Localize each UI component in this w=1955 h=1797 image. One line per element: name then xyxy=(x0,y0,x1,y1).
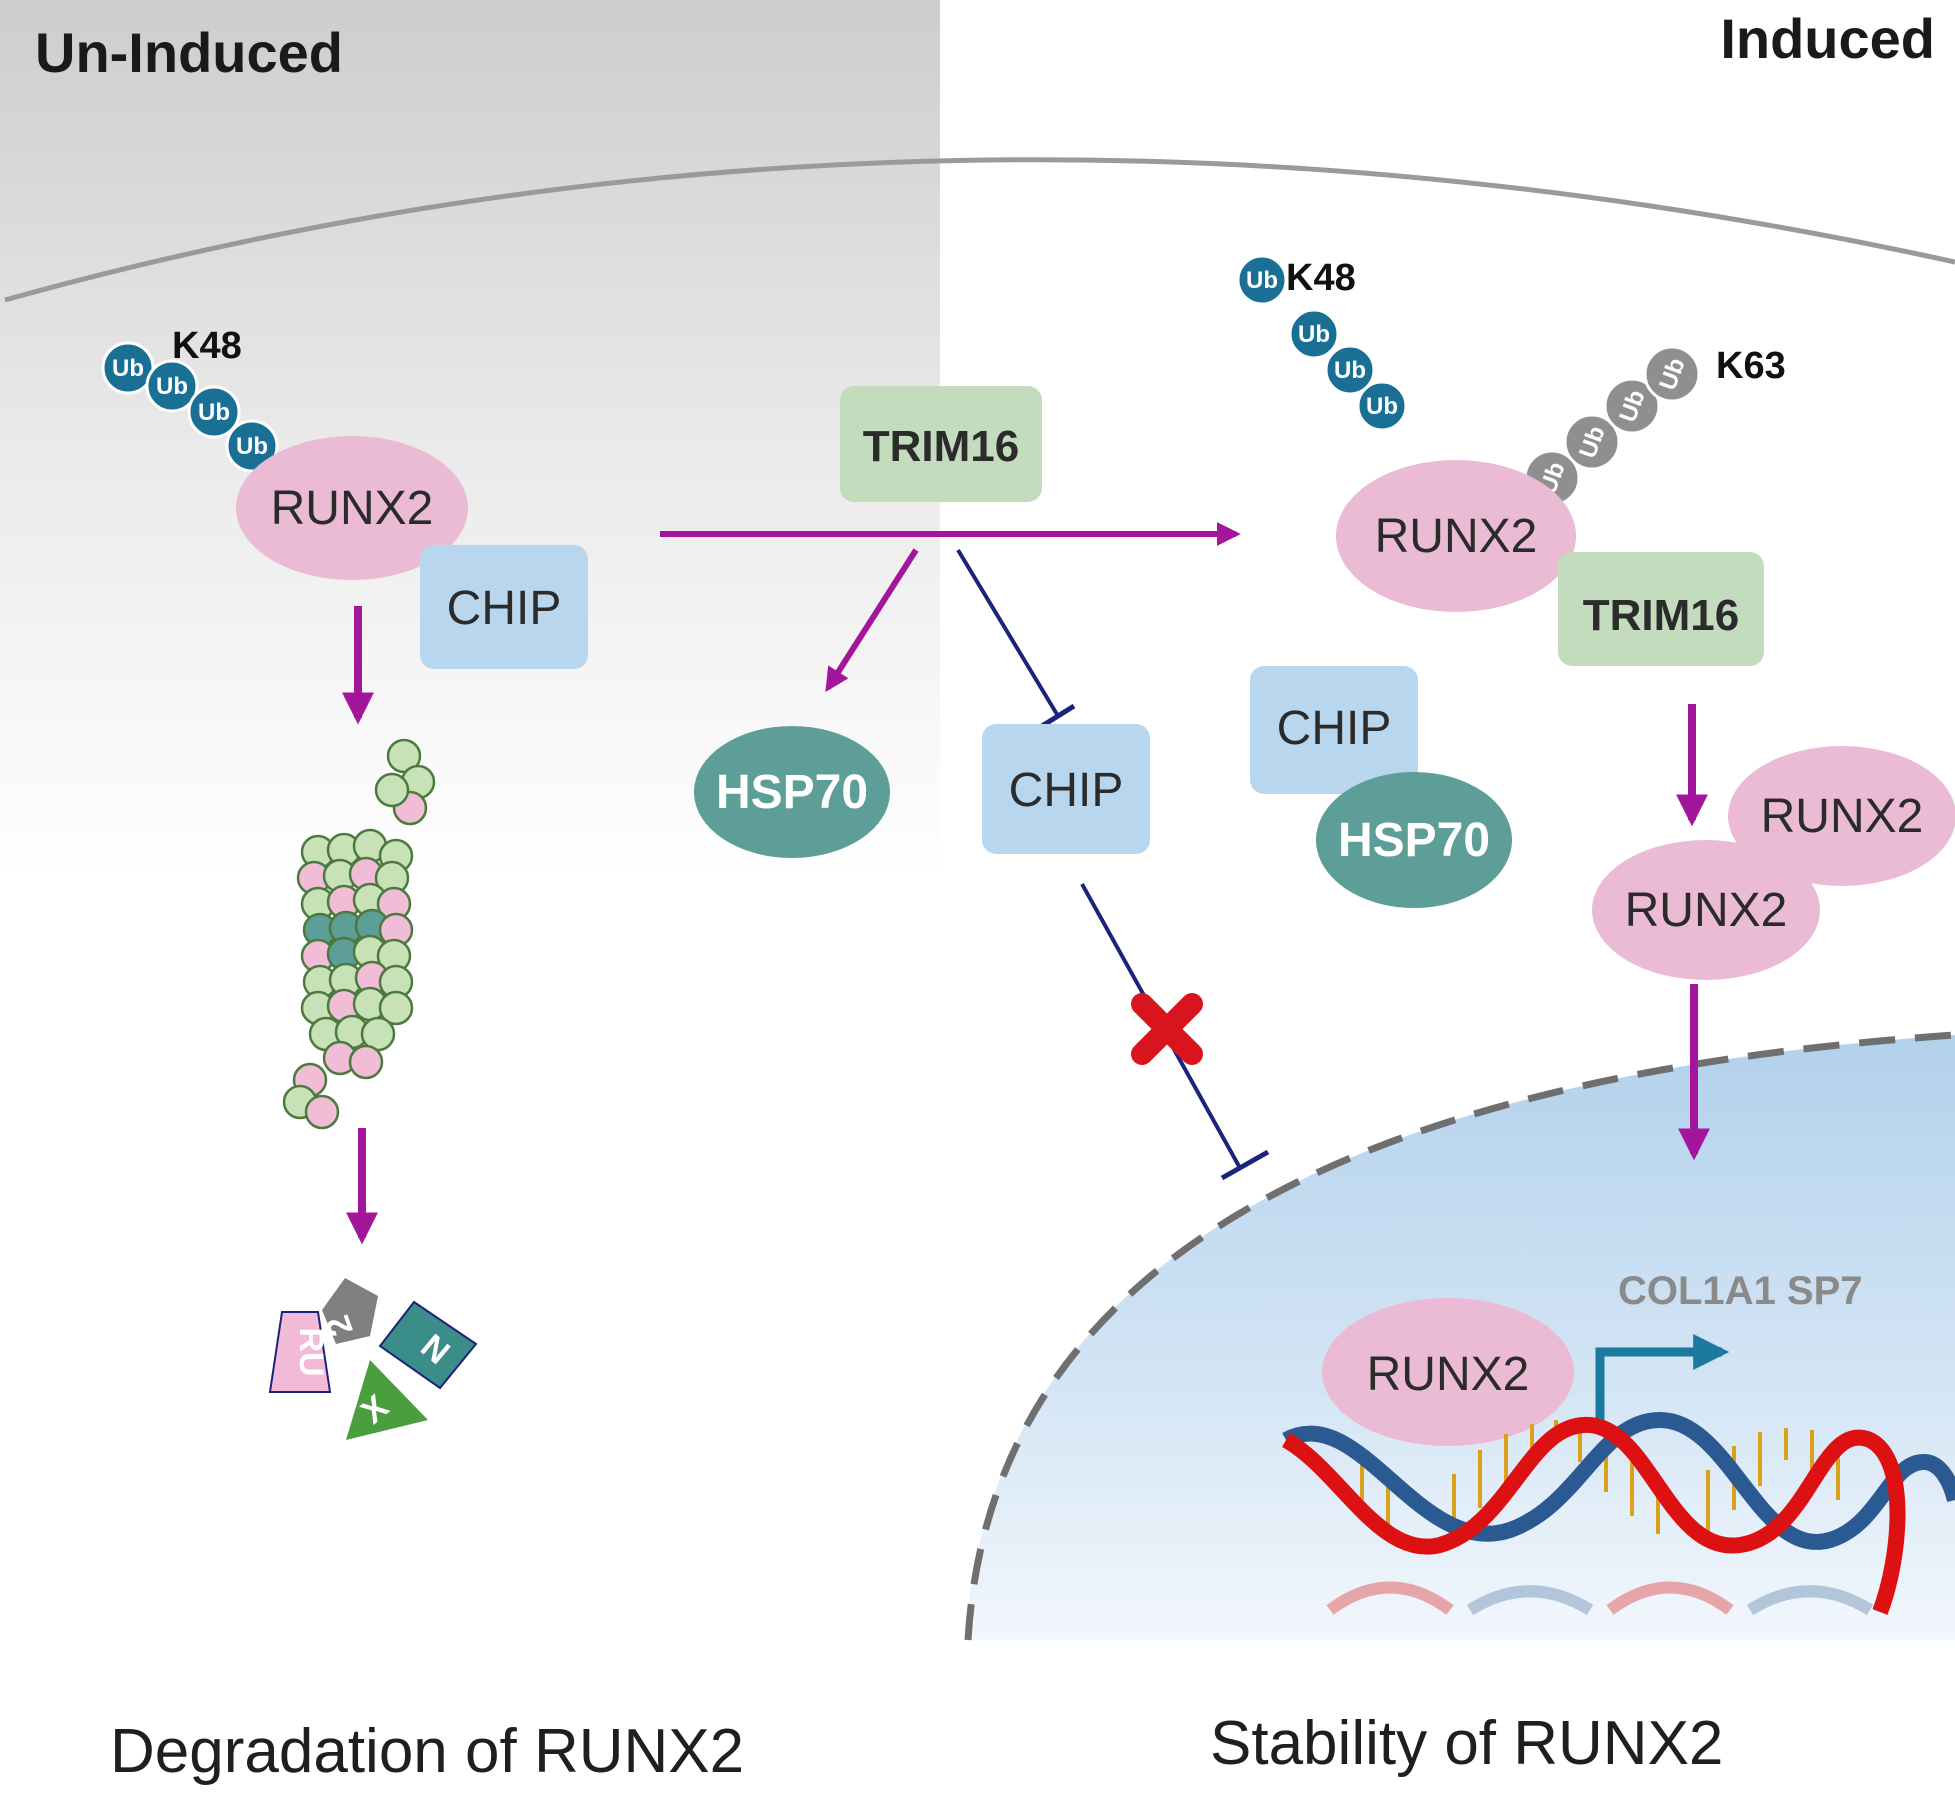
k63-label: K63 xyxy=(1716,345,1786,387)
trim16-label-center: TRIM16 xyxy=(863,422,1019,471)
runx2-label-dna: RUNX2 xyxy=(1367,1348,1530,1401)
runx2-dimer-back-label: RUNX2 xyxy=(1761,790,1924,843)
dna-helix xyxy=(1281,1411,1955,1616)
k48-label-left: K48 xyxy=(172,325,242,367)
inhibit-chip-line xyxy=(956,548,1076,729)
ub-label: Ub xyxy=(1246,267,1278,294)
caption-stability: Stability of RUNX2 xyxy=(1210,1709,1723,1778)
k48-label-right: K48 xyxy=(1286,257,1356,299)
ub-label: Ub xyxy=(1334,357,1366,384)
runx2-label-left: RUNX2 xyxy=(271,482,434,535)
trim16-node-right xyxy=(1558,552,1764,666)
runx2-dimer-back xyxy=(1728,746,1955,886)
fragment-ru-label: RU xyxy=(292,1327,330,1376)
arrow-to-hsp70 xyxy=(825,548,919,693)
hsp70-label-right: HSP70 xyxy=(1338,814,1490,867)
runx2-label-right: RUNX2 xyxy=(1375,510,1538,563)
runx2-node-dna xyxy=(1322,1298,1574,1446)
hsp70-node-center xyxy=(694,726,890,858)
ub-label: Ub xyxy=(1298,321,1330,348)
chip-node-right xyxy=(1250,666,1418,794)
target-genes-label: COL1A1 SP7 xyxy=(1618,1269,1863,1313)
runx2-fragments: RU 2 N X xyxy=(268,1278,478,1440)
caption-degradation: Degradation of RUNX2 xyxy=(110,1717,744,1786)
ub-label: Ub xyxy=(1366,393,1398,420)
ub-label: Ub xyxy=(156,373,188,400)
runx2-node-left xyxy=(236,436,468,580)
proteasome xyxy=(282,738,436,1130)
hsp70-node-right xyxy=(1316,772,1512,908)
runx2-node-right xyxy=(1336,460,1576,612)
fragment-2 xyxy=(322,1278,378,1344)
fragment-x xyxy=(346,1360,428,1440)
transcription-arrow xyxy=(1595,1334,1730,1420)
chip-label-left: CHIP xyxy=(447,582,562,635)
fragment-n xyxy=(378,1300,478,1390)
runx2-dimer-front xyxy=(1592,840,1820,980)
chip-label-right: CHIP xyxy=(1277,702,1392,755)
chip-node-center xyxy=(982,724,1150,854)
block-cross-icon xyxy=(1131,993,1203,1065)
ub-label: Ub xyxy=(198,399,230,426)
k48-ubiquitin-chain-left: Ub Ub Ub Ub xyxy=(101,341,279,473)
trim16-label-right: TRIM16 xyxy=(1583,591,1739,640)
chip-label-center: CHIP xyxy=(1009,764,1124,817)
cell-membrane xyxy=(4,157,1955,303)
hsp70-label-center: HSP70 xyxy=(716,766,868,819)
induced-title: Induced xyxy=(1720,7,1935,70)
runx2-dimer-front-label: RUNX2 xyxy=(1625,884,1788,937)
ub-label: Ub xyxy=(112,355,144,382)
chip-node-left xyxy=(420,545,588,669)
fragment-ru xyxy=(268,1311,332,1393)
k48-ubiquitin-chain-right: Ub Ub Ub Ub xyxy=(1236,254,1408,432)
ub-label: Ub xyxy=(236,433,268,460)
uninduced-title: Un-Induced xyxy=(35,21,343,84)
trim16-node-center xyxy=(840,386,1042,502)
